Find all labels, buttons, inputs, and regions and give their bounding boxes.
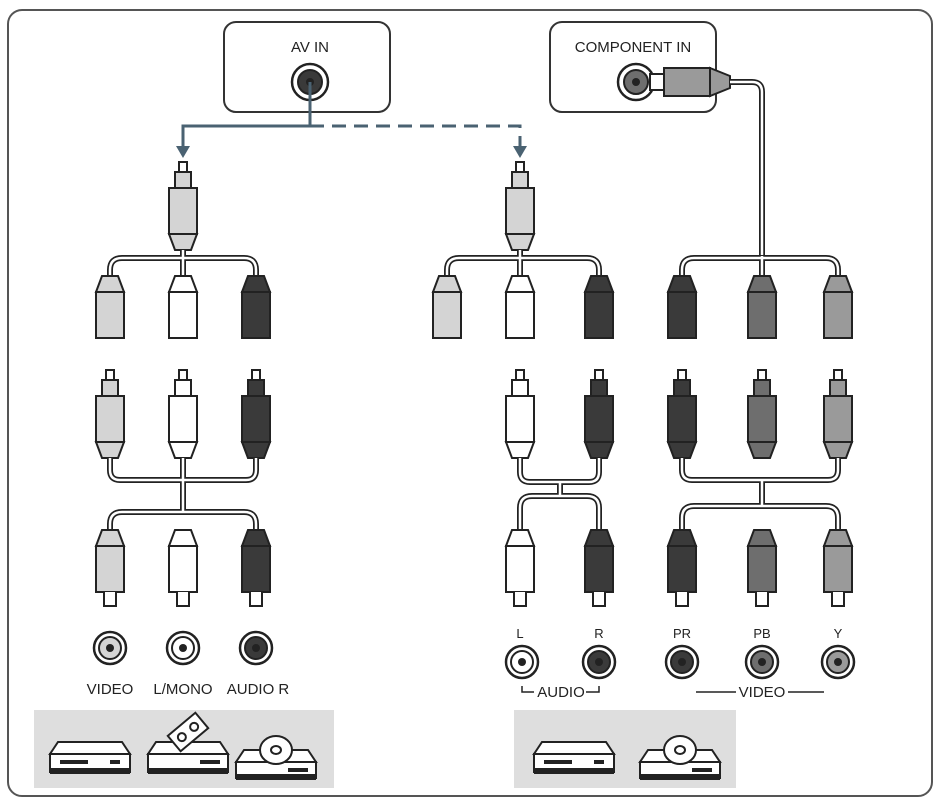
audio-r-label: R [594,626,603,641]
video-jack[interactable] [92,630,128,666]
video-jack-label: VIDEO [87,681,134,698]
component-in-plug [649,66,765,256]
l-mono-jack-label: L/MONO [153,681,212,698]
component-in-jack[interactable] [616,62,656,102]
av-in-panel: AV IN [223,21,391,113]
audio-r-jack-right[interactable] [581,644,617,680]
video-group-label: VIDEO [739,684,786,701]
dvd-player-icon [49,741,131,775]
audio-bracket: AUDIO [521,684,600,701]
y-jack[interactable] [820,644,856,680]
av-in-wiring [176,82,527,158]
audio-group-label: AUDIO [537,684,585,701]
pb-jack[interactable] [744,644,780,680]
dvd-player-icon-right [533,741,615,775]
component-in-title: COMPONENT IN [575,39,691,56]
l-mono-jack[interactable] [165,630,201,666]
outer-frame [7,9,933,797]
left-cable-assembly [95,161,271,607]
video-bracket: VIDEO [696,684,824,701]
y-label: Y [834,626,843,641]
audio-l-label: L [516,626,523,641]
audio-r-jack-label: AUDIO R [227,681,290,698]
audio-l-jack[interactable] [504,644,540,680]
pr-jack[interactable] [664,644,700,680]
pb-label: PB [753,626,770,641]
audio-cable-assembly [432,161,614,607]
av-in-title: AV IN [291,39,329,56]
component-cable-assembly [667,255,853,607]
camcorder-icon [146,711,230,774]
pr-label: PR [673,626,691,641]
audio-r-jack[interactable] [238,630,274,666]
